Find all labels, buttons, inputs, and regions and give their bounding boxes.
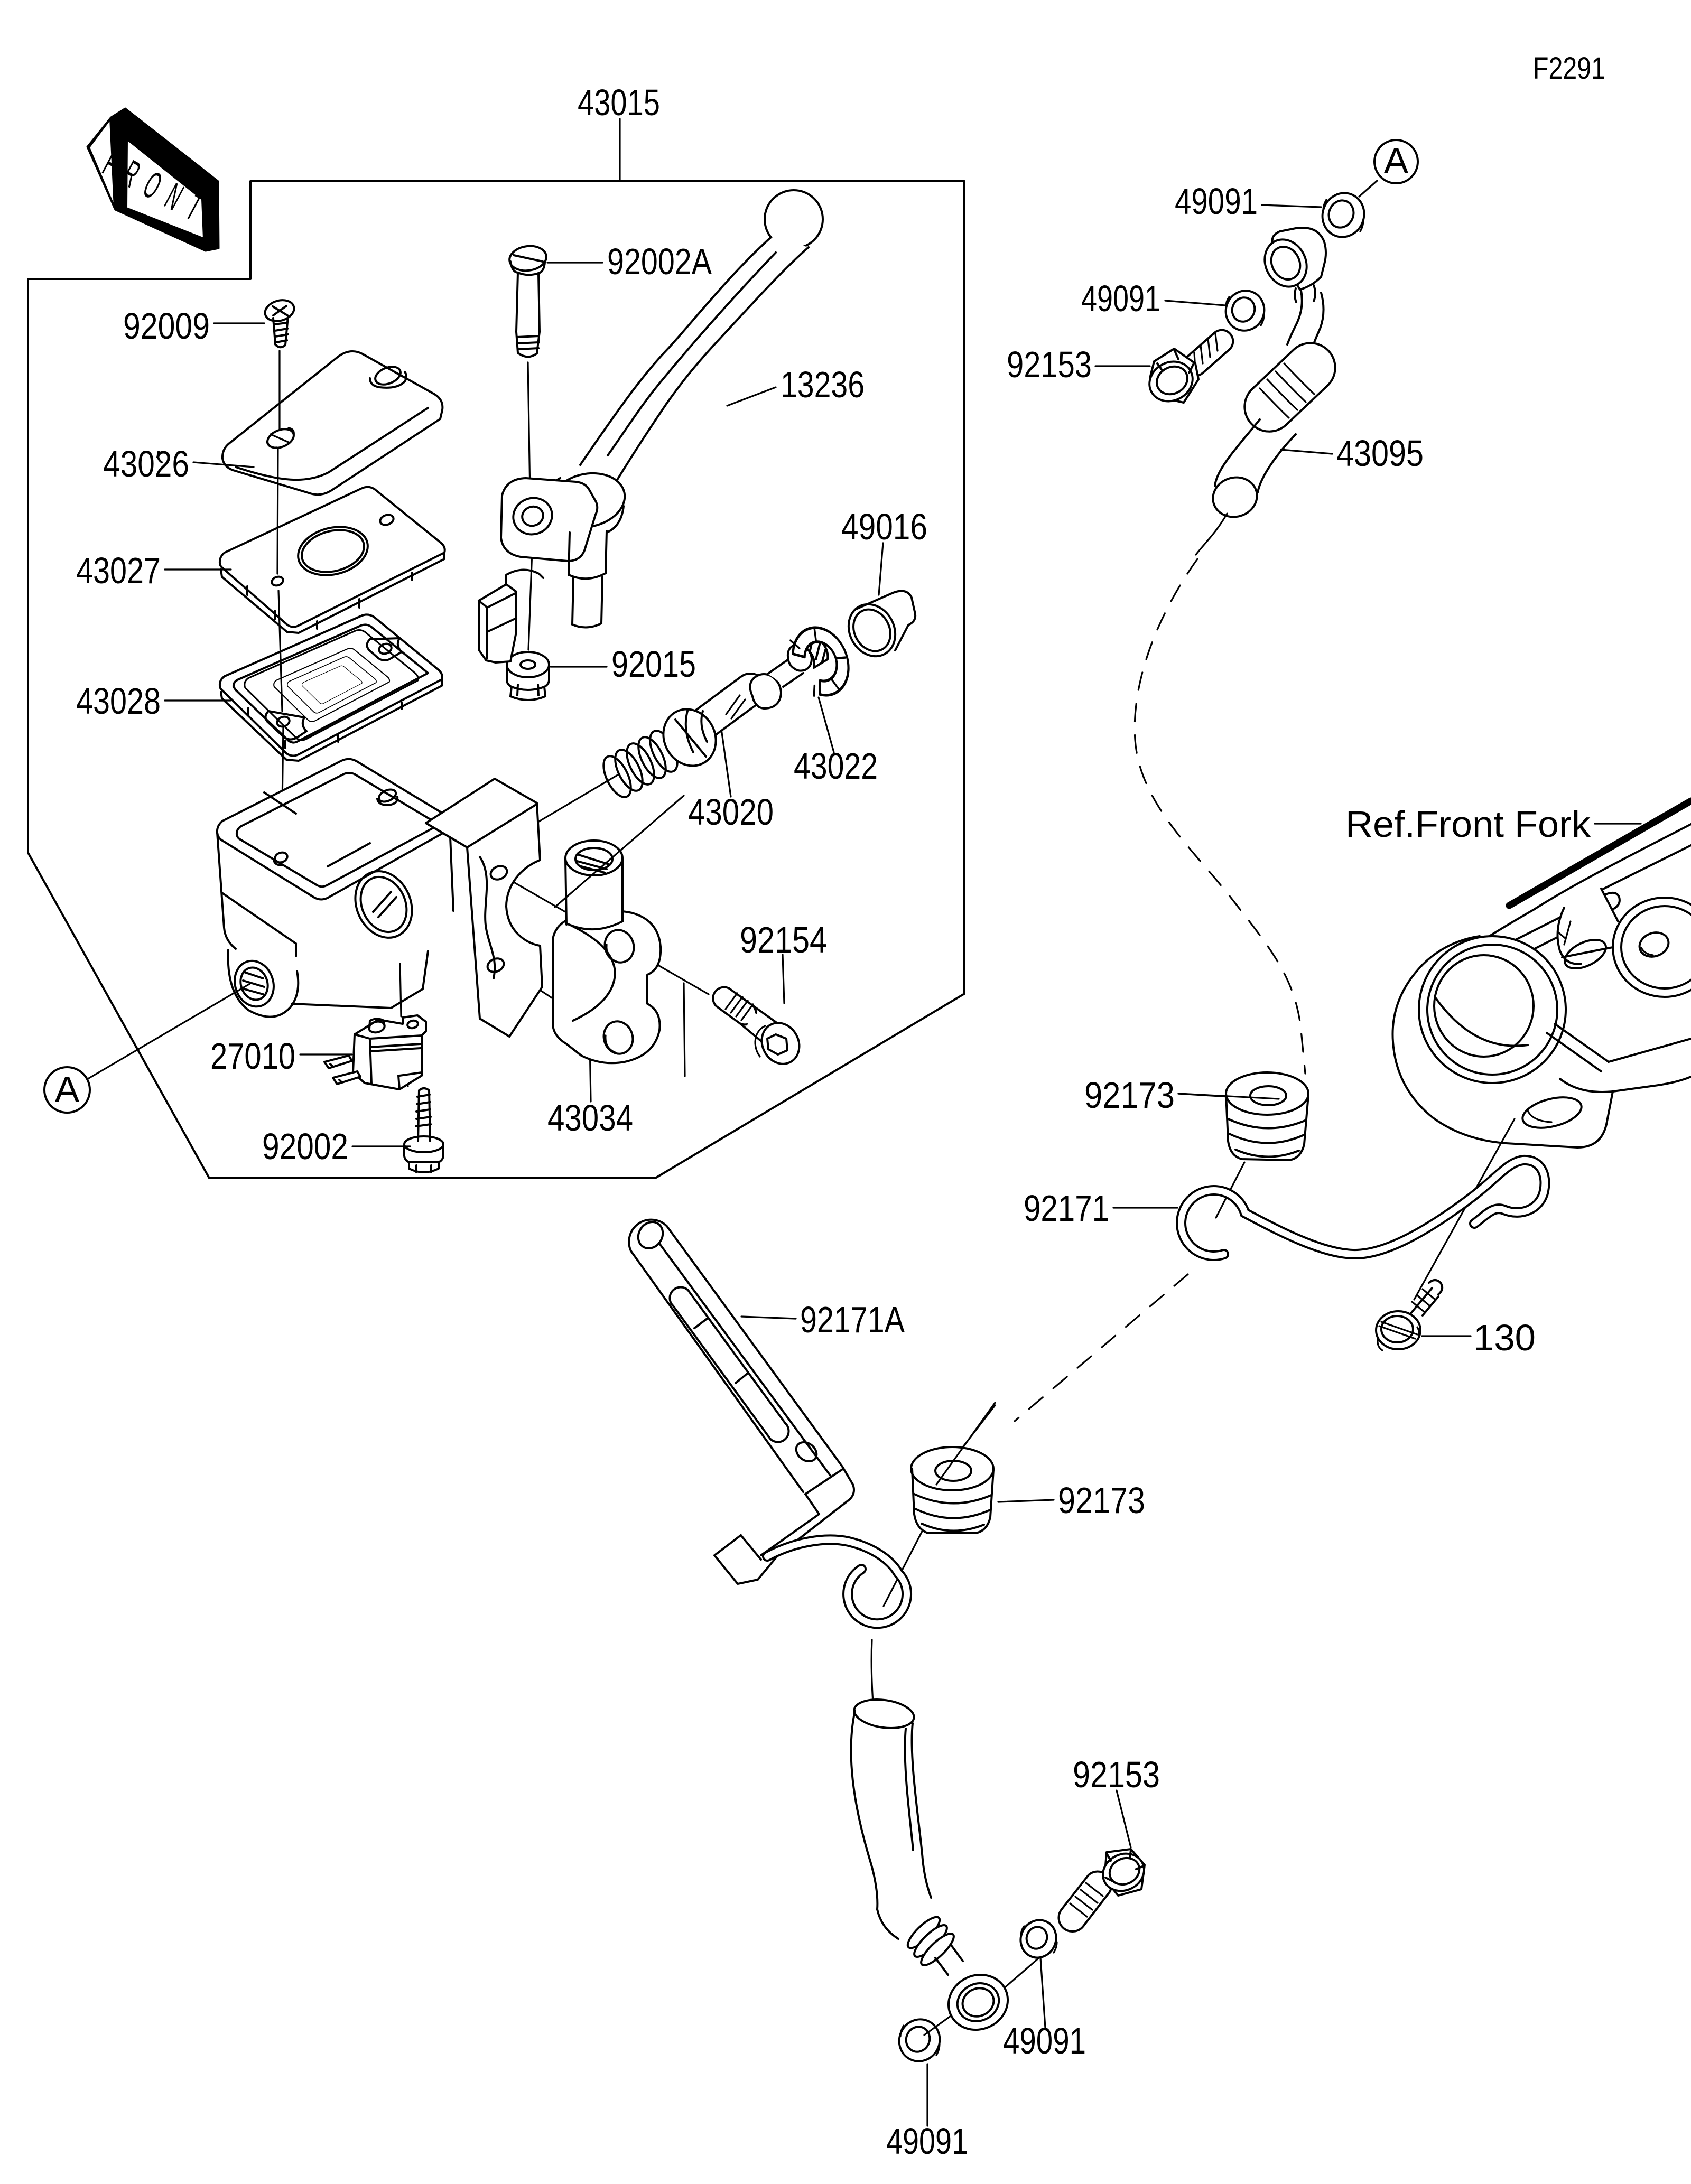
svg-text:43022: 43022 <box>794 745 878 787</box>
svg-text:92015: 92015 <box>611 643 696 685</box>
svg-text:92171A: 92171A <box>800 1299 905 1340</box>
svg-text:A: A <box>55 1069 80 1110</box>
svg-text:49091: 49091 <box>886 2121 968 2162</box>
svg-text:43034: 43034 <box>547 1097 633 1138</box>
svg-text:43027: 43027 <box>76 550 161 591</box>
svg-text:49091: 49091 <box>1081 278 1160 319</box>
svg-text:92009: 92009 <box>123 305 210 347</box>
svg-text:130: 130 <box>1473 1317 1536 1358</box>
svg-text:A: A <box>1384 140 1409 181</box>
svg-text:49091: 49091 <box>1175 181 1258 222</box>
svg-text:92002A: 92002A <box>607 241 712 282</box>
svg-text:49016: 49016 <box>841 506 927 547</box>
svg-text:43020: 43020 <box>688 791 774 833</box>
svg-text:13236: 13236 <box>781 364 865 405</box>
svg-text:92002: 92002 <box>262 1126 348 1167</box>
svg-text:92153: 92153 <box>1073 1754 1160 1795</box>
svg-text:43095: 43095 <box>1336 433 1424 474</box>
svg-text:27010: 27010 <box>210 1035 295 1077</box>
svg-text:43015: 43015 <box>578 82 660 123</box>
svg-text:92153: 92153 <box>1007 344 1092 385</box>
svg-text:Ref.Front Fork: Ref.Front Fork <box>1345 804 1591 845</box>
svg-text:43026: 43026 <box>103 443 189 484</box>
svg-text:92173: 92173 <box>1058 1480 1145 1521</box>
svg-text:92173: 92173 <box>1084 1075 1175 1116</box>
svg-text:F2291: F2291 <box>1533 51 1605 86</box>
svg-text:92154: 92154 <box>740 919 827 960</box>
svg-text:92171: 92171 <box>1024 1188 1109 1229</box>
svg-text:43028: 43028 <box>76 680 161 722</box>
